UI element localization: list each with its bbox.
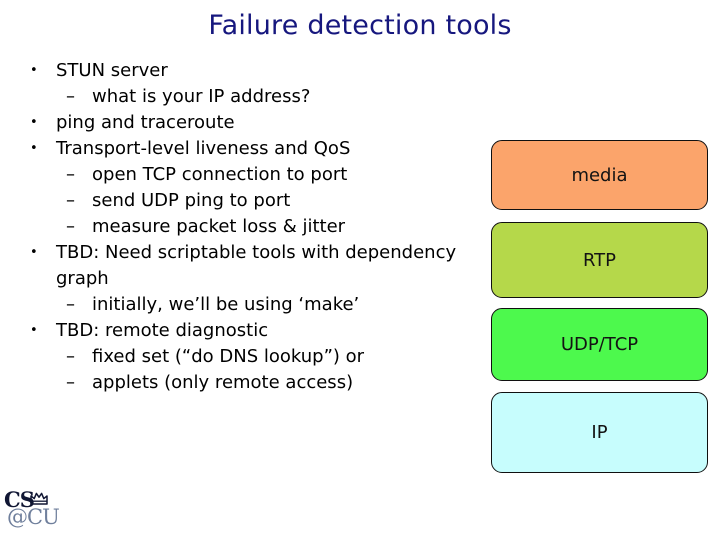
logo-text-at-cu: @CU — [7, 505, 60, 529]
bullet-dash-icon: – — [66, 372, 75, 393]
stack-layer-label: IP — [591, 422, 608, 443]
bullet-item: –measure packet loss & jitter — [64, 214, 472, 240]
bullet-text: what is your IP address? — [92, 86, 311, 107]
stack-layer-box: IP — [491, 392, 708, 473]
cs-at-cu-logo: CS @CU — [4, 489, 68, 535]
bullet-text: Transport-level liveness and QoS — [56, 138, 351, 159]
bullet-text: measure packet loss & jitter — [92, 216, 346, 237]
bullet-dash-icon: – — [66, 86, 75, 107]
bullet-dot-icon: • — [30, 245, 38, 260]
logo-text-cs: CS — [4, 487, 35, 512]
bullet-item: • Transport-level liveness and QoS — [22, 136, 472, 162]
bullet-text: TBD: remote diagnostic — [56, 320, 269, 341]
bullet-item: –what is your IP address? — [64, 84, 472, 110]
bullet-text: TBD: Need scriptable tools with dependen… — [56, 242, 457, 289]
bullet-dot-icon: • — [30, 63, 38, 78]
bullet-text: ping and traceroute — [56, 112, 235, 133]
bullet-item: –send UDP ping to port — [64, 188, 472, 214]
bullet-text: initially, we’ll be using ‘make’ — [92, 294, 360, 315]
stack-layer-box: RTP — [491, 222, 708, 298]
bullet-item: • STUN server — [22, 58, 472, 84]
stack-layer-box: UDP/TCP — [491, 308, 708, 381]
bullet-text: open TCP connection to port — [92, 164, 348, 185]
bullet-text: applets (only remote access) — [92, 372, 354, 393]
bullet-list: •STUN server–what is your IP address?•pi… — [22, 58, 472, 396]
bullet-dot-icon: • — [30, 141, 38, 156]
bullet-item: • ping and traceroute — [22, 110, 472, 136]
bullet-item: –initially, we’ll be using ‘make’ — [64, 292, 472, 318]
stack-layer-label: RTP — [582, 249, 617, 271]
stack-layer-label: media — [571, 164, 628, 186]
bullet-item: • TBD: remote diagnostic — [22, 318, 472, 344]
bullet-dash-icon: – — [66, 216, 75, 237]
bullet-item: –open TCP connection to port — [64, 162, 472, 188]
crown-icon — [30, 490, 48, 509]
bullet-dot-icon: • — [30, 323, 38, 338]
page-title: Failure detection tools — [208, 10, 512, 41]
bullet-dot-icon: • — [30, 115, 38, 130]
bullet-text: fixed set (“do DNS lookup”) or — [92, 346, 365, 367]
bullet-dash-icon: – — [66, 164, 75, 185]
bullet-text: send UDP ping to port — [92, 190, 291, 211]
bullet-item: –applets (only remote access) — [64, 370, 472, 396]
stack-layer-label: UDP/TCP — [560, 334, 639, 355]
bullet-dash-icon: – — [66, 190, 75, 211]
bullet-text: STUN server — [56, 60, 168, 81]
bullet-item: –fixed set (“do DNS lookup”) or — [64, 344, 472, 370]
stack-layer-box: media — [491, 140, 708, 210]
bullet-dash-icon: – — [66, 346, 75, 367]
bullet-dash-icon: – — [66, 294, 75, 315]
bullet-item: • TBD: Need scriptable tools with depende… — [22, 240, 472, 292]
